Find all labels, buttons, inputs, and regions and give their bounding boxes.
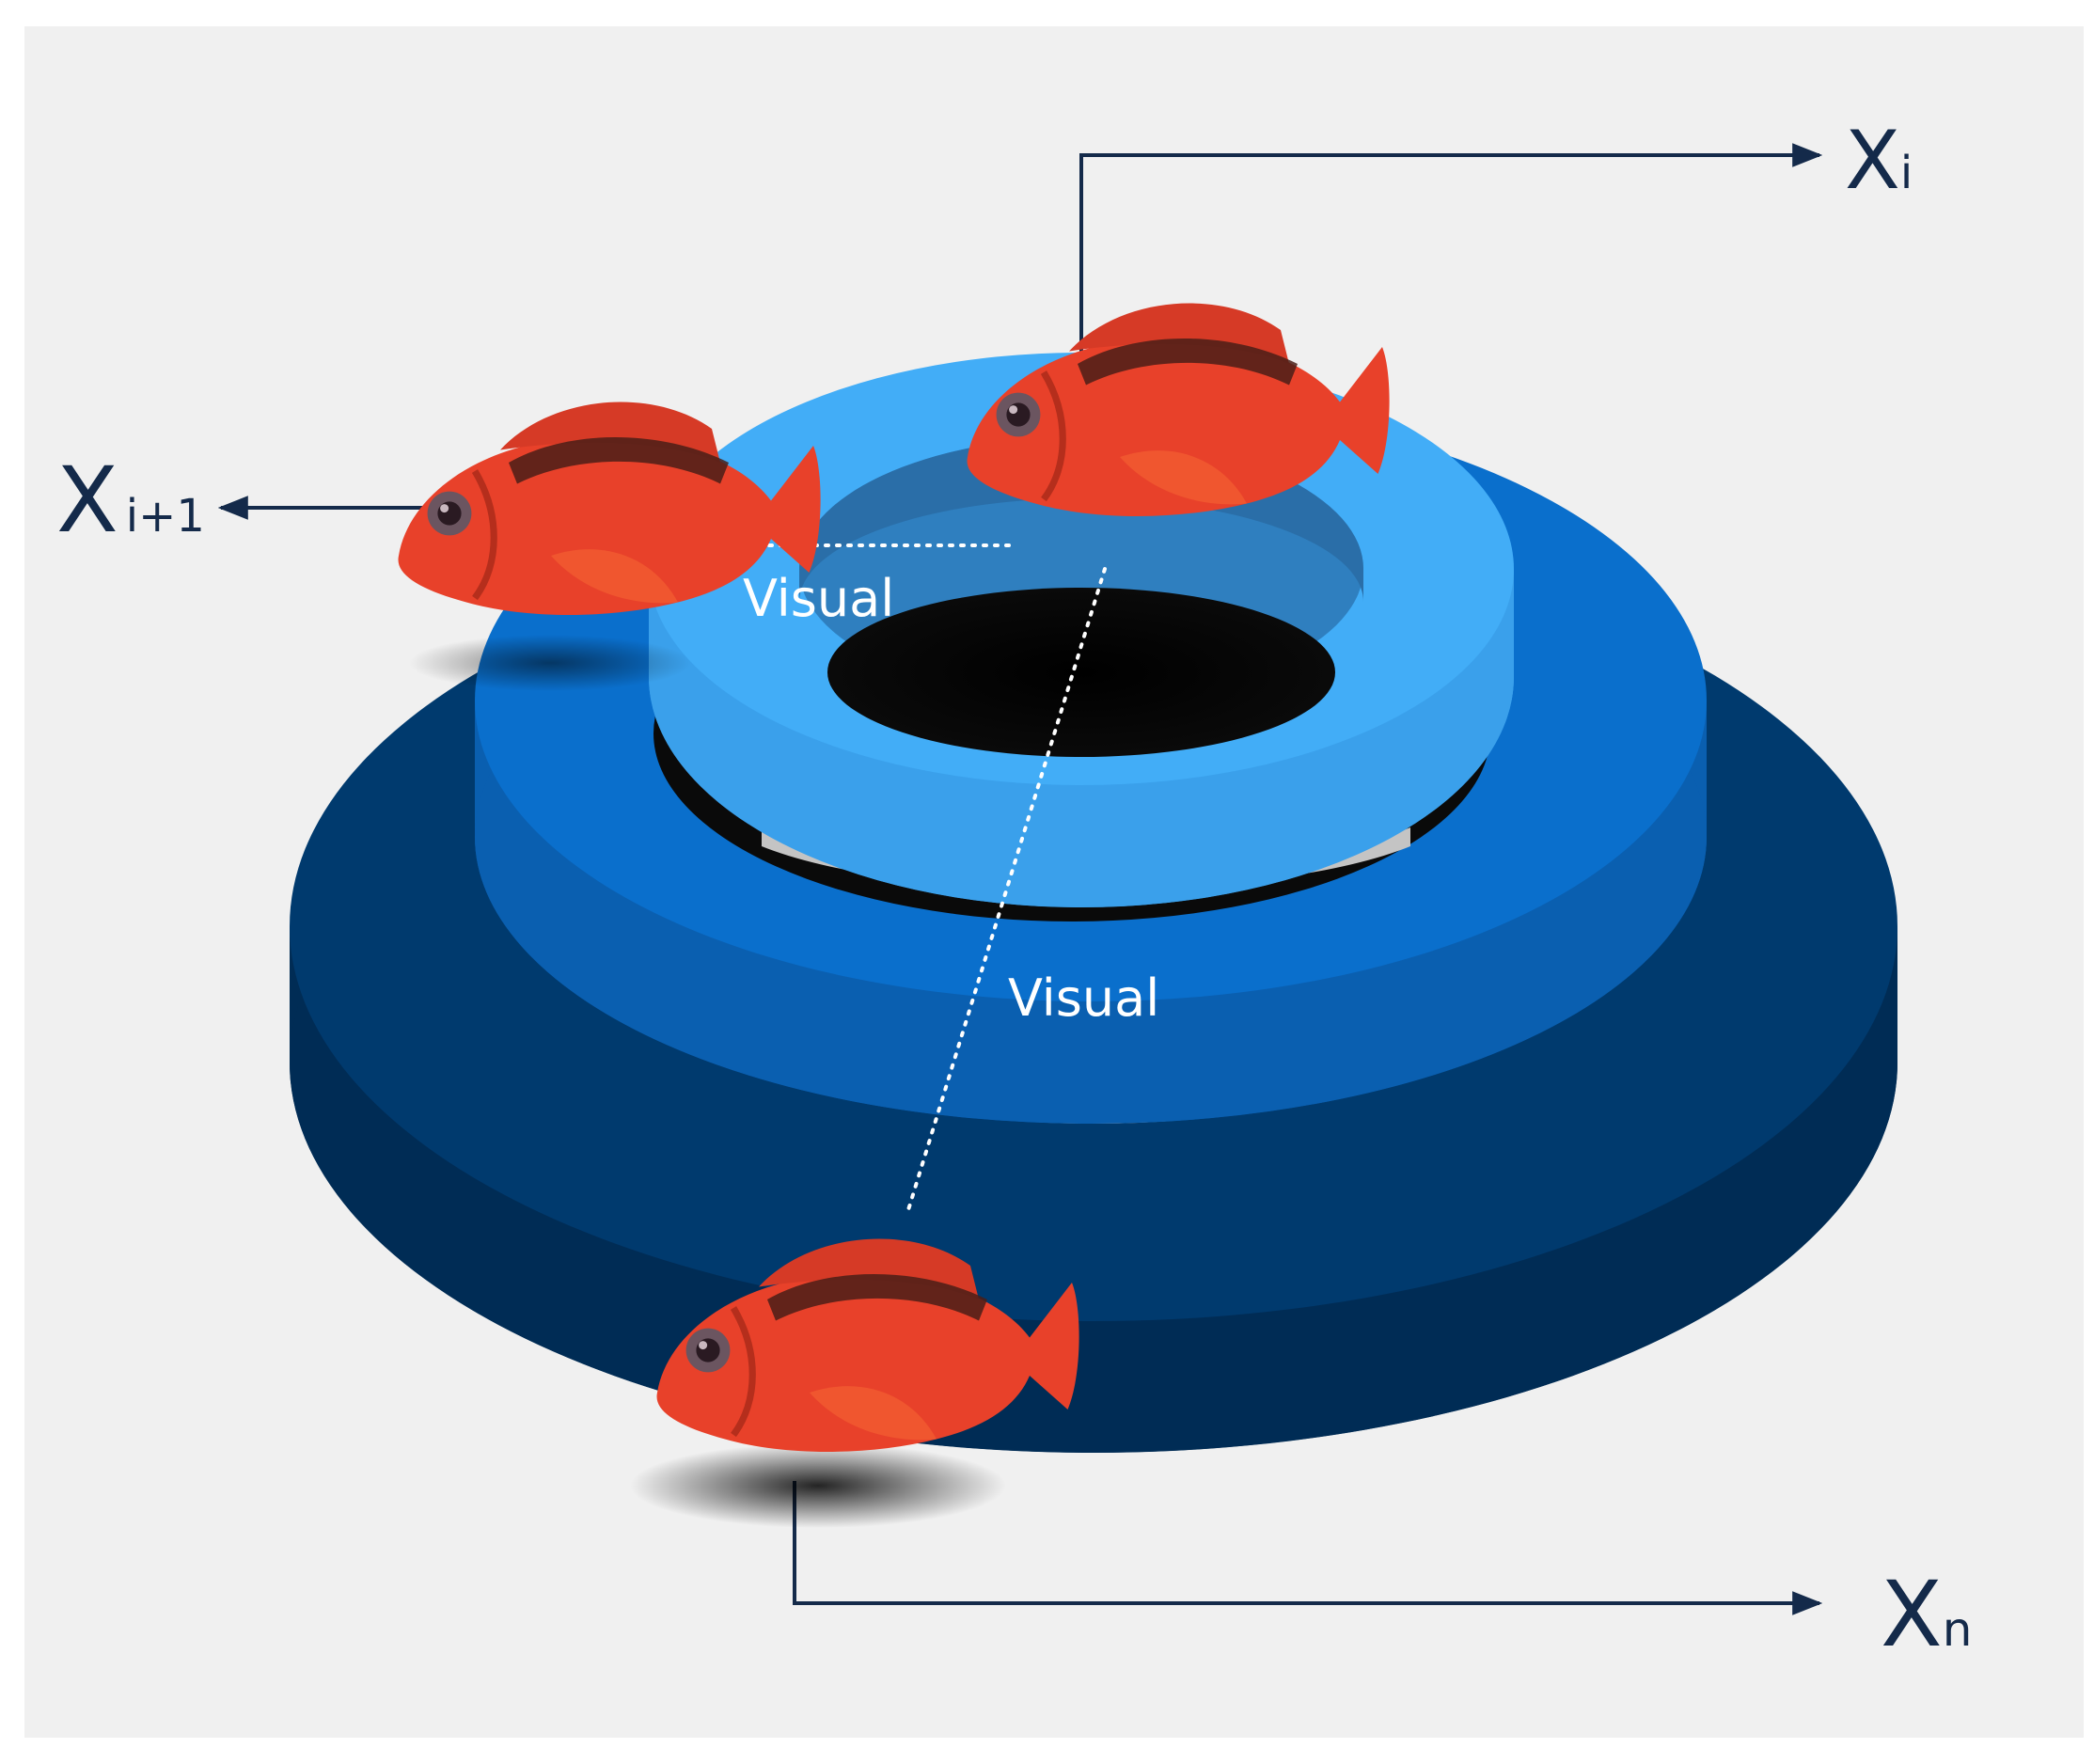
xi-plus-1-label-base: X [56,448,118,553]
xi-label-base: X [1845,114,1900,208]
xi-arrow [1079,143,1823,362]
fish-shadow-left [409,635,691,691]
fish-shadow [630,1443,1006,1528]
xn-label-sub: n [1943,1602,1973,1657]
visual-label-lower: Visual [1008,969,1159,1028]
visual-line-lower [905,567,1107,1215]
xn-label-base: X [1881,1562,1943,1667]
xi-label-sub: i [1900,147,1913,199]
xn-label: Xn [1881,1562,1972,1667]
visual-label-upper: Visual [743,569,894,628]
xi-plus-1-label-sub: i+1 [126,490,205,543]
xi-label: Xi [1845,114,1913,208]
